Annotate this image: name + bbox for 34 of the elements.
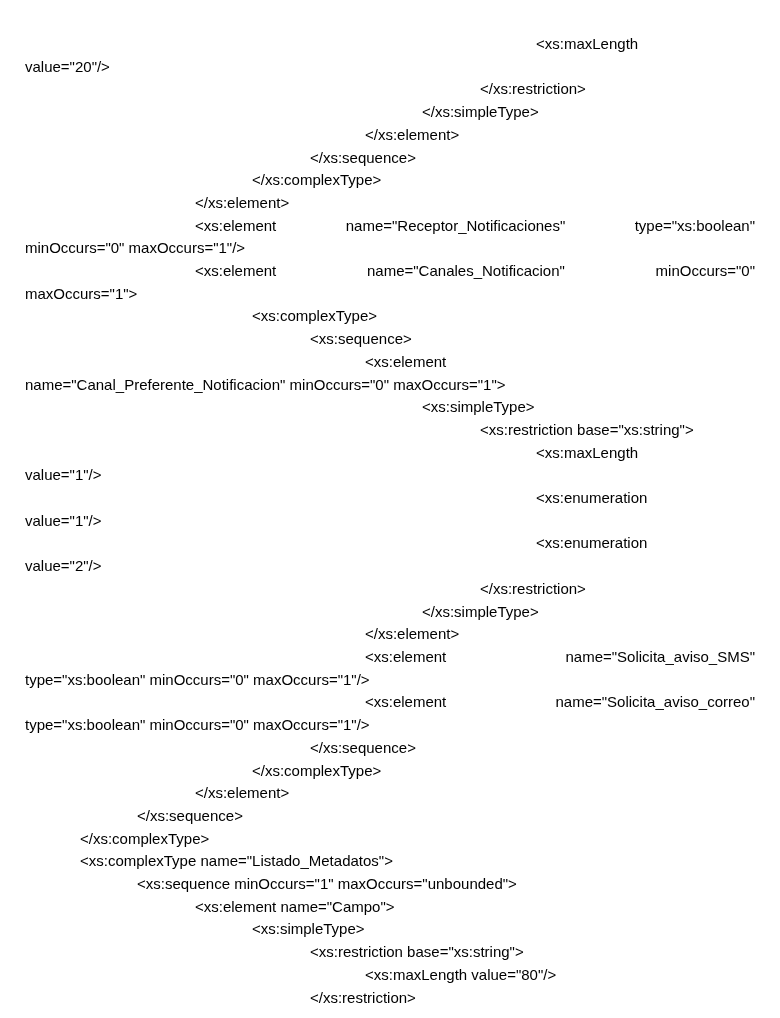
code-line: </xs:complexType> <box>251 760 383 781</box>
code-line: </xs:restriction> <box>309 987 417 1008</box>
code-line: </xs:restriction> <box>479 578 587 599</box>
code-line: <xs:element name="Canal_Preferente_Notificacion" minOccurs="0" maxOccurs="1"> <box>25 351 507 395</box>
code-line: <xs:simpleType> <box>251 919 366 940</box>
code-line: <xs:maxLength value="20"/> <box>25 34 640 77</box>
code-line: </xs:complexType> <box>251 170 383 191</box>
code-line: </xs:restriction> <box>479 79 587 100</box>
code-line: </xs:element> <box>194 192 291 213</box>
code-line: </xs:sequence> <box>136 805 244 826</box>
code-line: <xs:maxLength value="1"/> <box>25 442 640 486</box>
code-line: <xs:sequence> <box>309 329 413 350</box>
code-line: <xs:complexType name="Listado_Metadatos"> <box>79 851 394 872</box>
code-line: </xs:complexType> <box>79 828 211 849</box>
code-line: <xs:sequence minOccurs="1" maxOccurs="unbounded"> <box>136 874 518 894</box>
code-line: <xs:enumeration value="2"/> <box>25 533 649 577</box>
code-line: <xs:element name="Solicita_aviso_correo" type="xs:boolean" minOccurs="0" maxOccurs="1"/> <box>25 692 755 736</box>
code-line: <xs:maxLength value="80"/> <box>364 964 558 985</box>
code-line: <xs:element name="Receptor_Notificaciones" type="xs:boolean" minOccurs="0" maxOccurs="1"/> <box>25 215 755 259</box>
code-line: </xs:sequence> <box>309 737 417 758</box>
code-line: <xs:restriction base="xs:string"> <box>309 942 525 963</box>
code-line: </xs:element> <box>364 624 461 645</box>
code-line: </xs:sequence> <box>309 147 417 168</box>
code-line: <xs:element name="Solicita_aviso_SMS" type="xs:boolean" minOccurs="0" maxOccurs="1"/> <box>25 647 755 690</box>
code-line: <xs:restriction base="xs:string"> <box>479 419 695 440</box>
code-line: <xs:element name="Campo"> <box>194 896 396 917</box>
code-line: <xs:simpleType> <box>421 397 536 418</box>
code-line: </xs:element> <box>194 783 291 804</box>
code-line: <xs:element name="Canales_Notificacion" minOccurs="0" maxOccurs="1"> <box>25 261 755 304</box>
code-line: </xs:element> <box>364 124 461 145</box>
code-line: <xs:enumeration value="1"/> <box>25 488 649 531</box>
code-line: </xs:simpleType> <box>421 601 540 622</box>
code-line: <xs:complexType> <box>251 306 379 327</box>
code-line: </xs:simpleType> <box>421 102 540 123</box>
